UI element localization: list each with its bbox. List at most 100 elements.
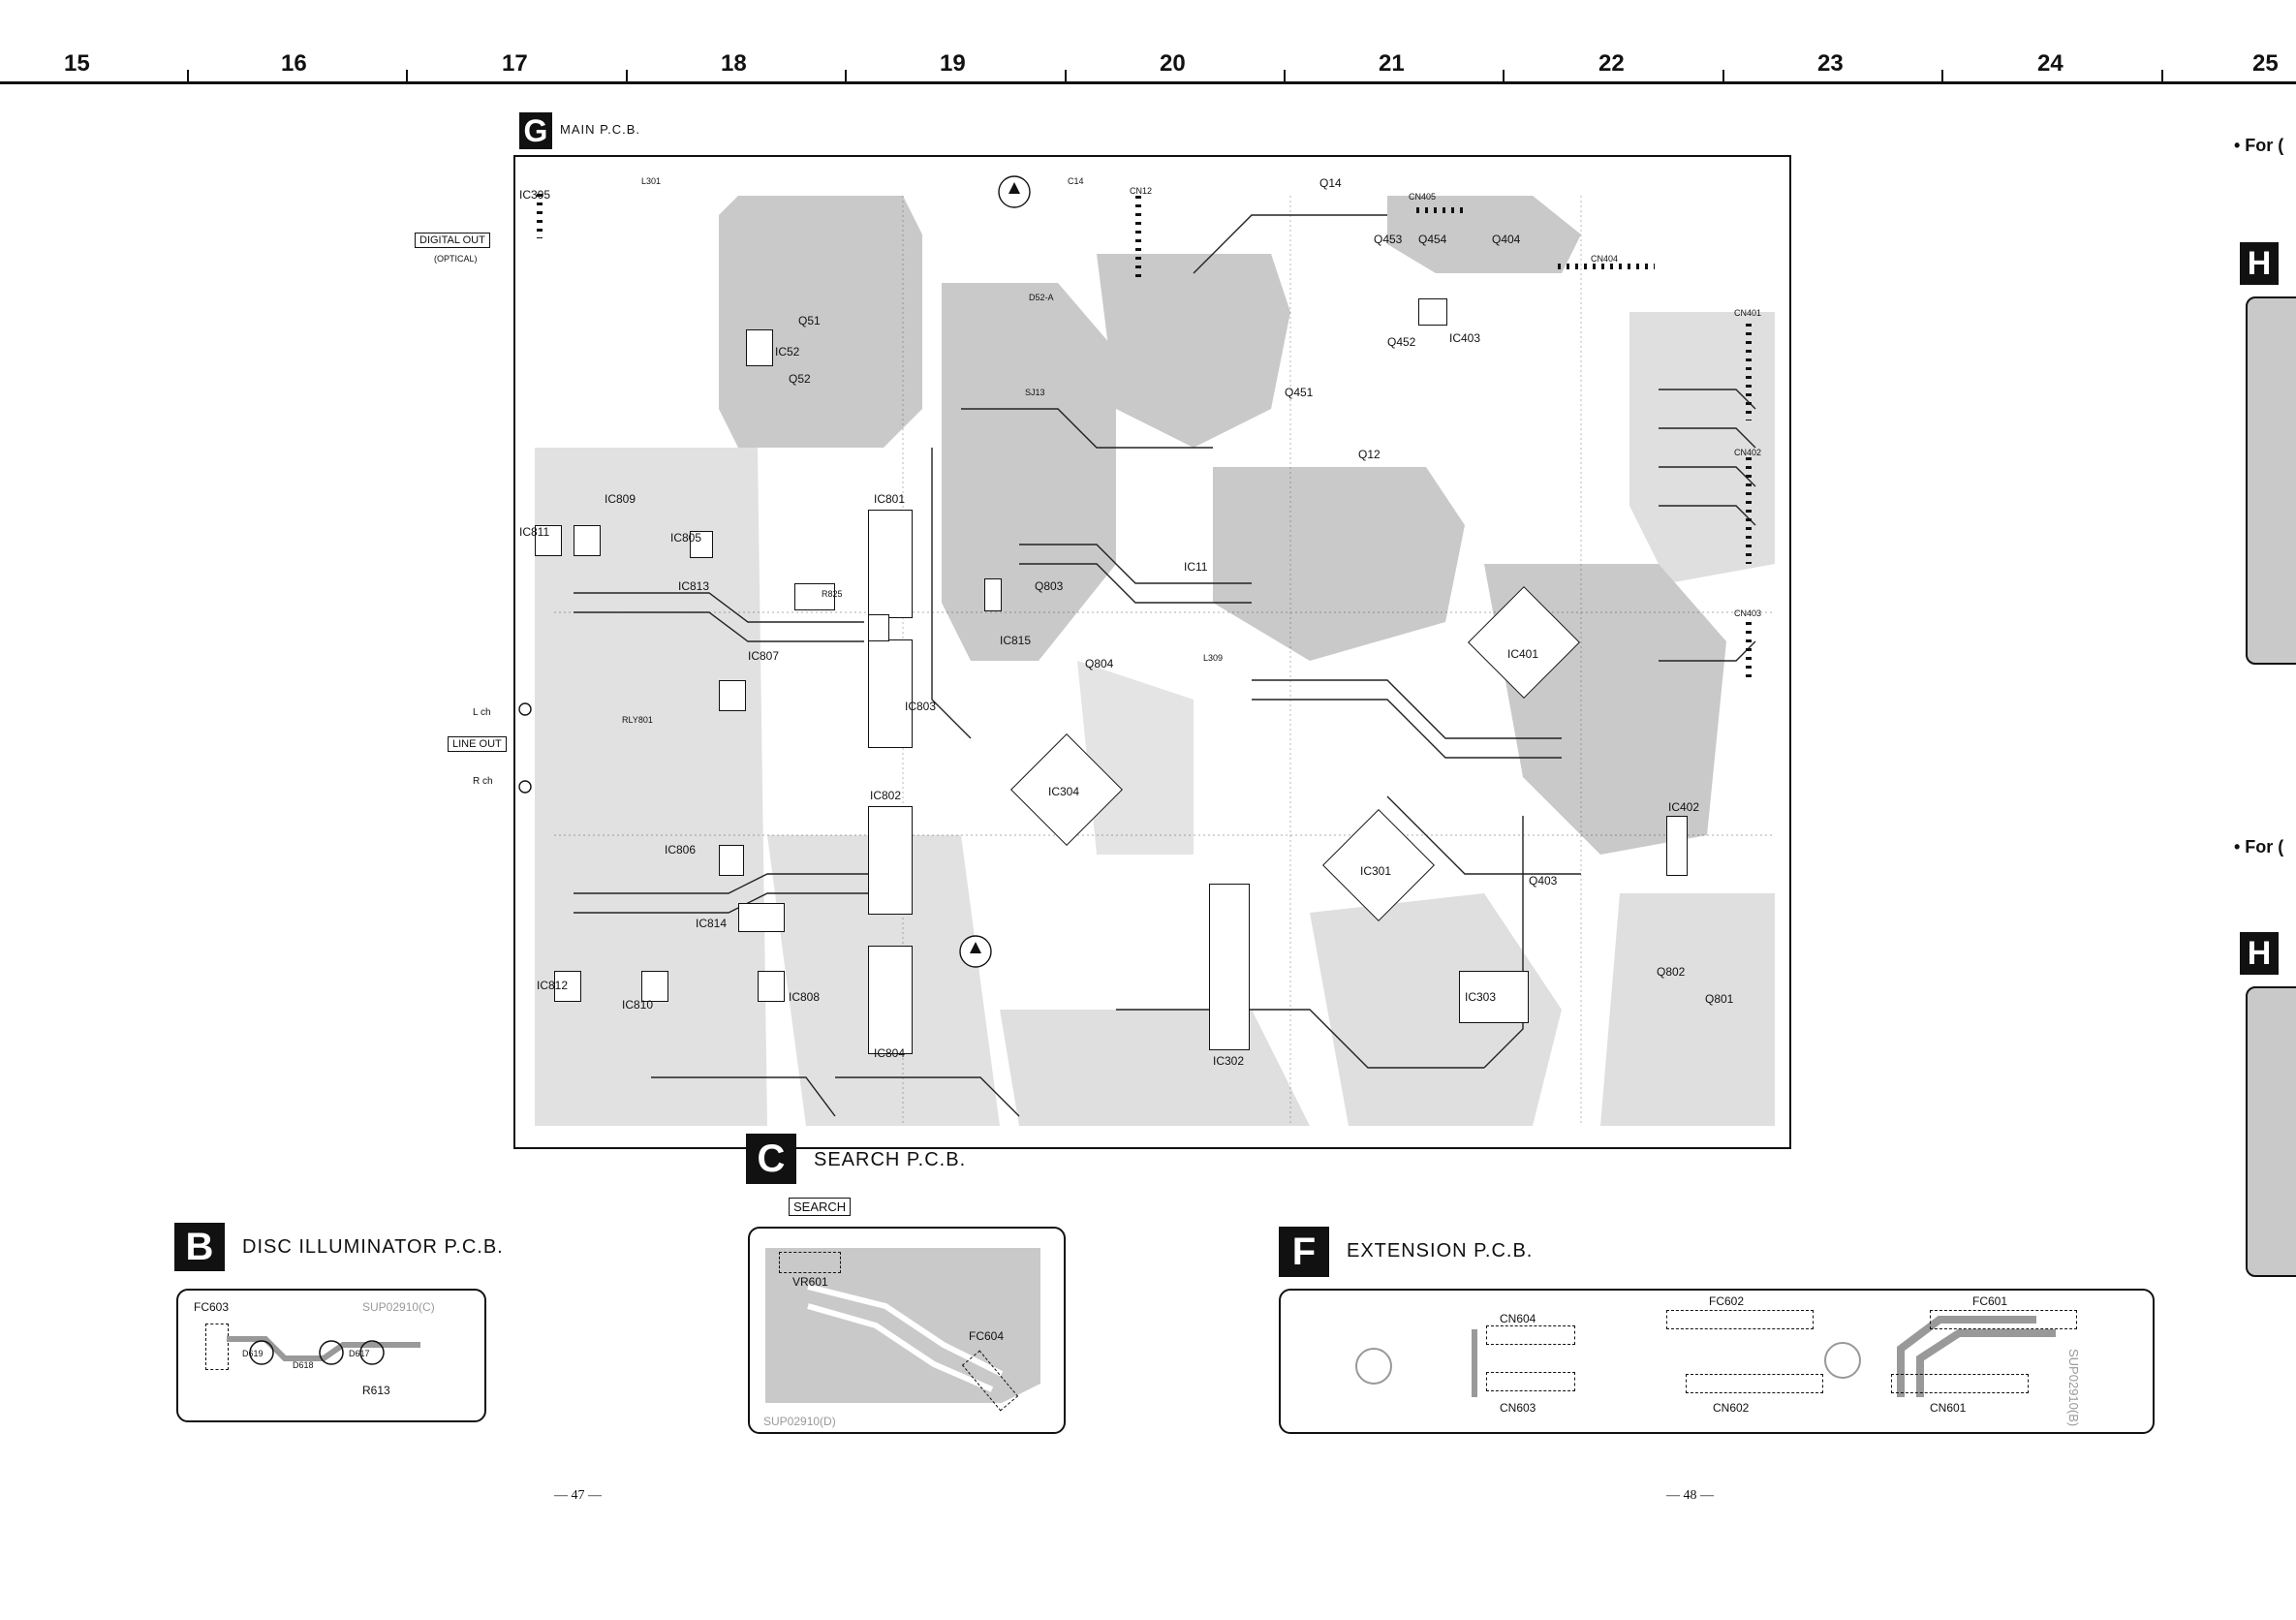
lch-label: L ch <box>473 707 491 718</box>
ic807-chip <box>719 680 746 711</box>
ruler-number: 17 <box>502 50 528 77</box>
ruler-number: 16 <box>281 50 307 77</box>
vr601-connector <box>779 1252 841 1273</box>
part-label: C14 <box>1068 176 1084 186</box>
ruler-number: 23 <box>1817 50 1844 77</box>
ruler-tick <box>1065 70 1067 83</box>
part-label: IC401 <box>1507 647 1539 661</box>
part-label: Q454 <box>1418 233 1447 246</box>
fc603-connector <box>205 1324 229 1370</box>
part-label: IC403 <box>1449 331 1481 345</box>
ruler-number: 15 <box>64 50 90 77</box>
ruler-tick <box>1284 70 1286 83</box>
cn604-connector <box>1486 1325 1575 1345</box>
part-label: CN405 <box>1409 192 1437 202</box>
part-label: IC812 <box>537 979 569 992</box>
ext-pcb-code: SUP02910(B) <box>2066 1349 2081 1427</box>
h-tag-2: H <box>2240 932 2279 975</box>
ruler-tick <box>187 70 189 83</box>
for-note-2: • For ( <box>2234 837 2284 857</box>
main-pcb-title: MAIN P.C.B. <box>560 122 641 137</box>
cn601-label: CN601 <box>1930 1401 1967 1415</box>
part-label: IC805 <box>670 531 702 545</box>
ext-pcb-tag: F <box>1279 1227 1329 1277</box>
ruler-number: 20 <box>1160 50 1186 77</box>
main-pcb-tag: G <box>519 112 552 149</box>
ic305-pins <box>537 194 543 238</box>
part-label: L301 <box>641 176 662 186</box>
part-label: Q803 <box>1035 579 1064 593</box>
part-label: IC810 <box>622 998 654 1012</box>
ruler-number: 24 <box>2037 50 2063 77</box>
part-label: CN12 <box>1130 186 1153 196</box>
part-label: IC802 <box>870 789 902 802</box>
ic803-chip <box>868 639 913 748</box>
part-label: IC807 <box>748 649 780 663</box>
ruler-number: 21 <box>1379 50 1405 77</box>
r613-label: R613 <box>362 1384 390 1397</box>
ic805-chip <box>690 531 713 558</box>
ext-pcb-board: CN604 CN603 FC602 CN602 FC601 CN601 SUP0… <box>1279 1289 2155 1434</box>
ruler-number: 22 <box>1598 50 1625 77</box>
disc-pcb-board: FC603 SUP02910(C) D619 D618 D617 R613 <box>176 1289 486 1422</box>
ic11-chip <box>984 578 1002 611</box>
part-label: IC11 <box>1184 560 1208 574</box>
h-pcb-partial-2 <box>2246 986 2296 1277</box>
ruler-tick <box>1941 70 1943 83</box>
search-pcb-title: SEARCH P.C.B. <box>814 1149 967 1170</box>
page-number-right: — 48 — <box>1666 1488 1714 1503</box>
h-tag-1: H <box>2240 242 2279 285</box>
ruler-tick <box>845 70 847 83</box>
part-label: IC813 <box>678 579 710 593</box>
part-label: IC815 <box>1000 634 1032 647</box>
part-label: CN402 <box>1734 448 1762 457</box>
ruler-tick <box>1503 70 1505 83</box>
rch-label: R ch <box>473 776 493 787</box>
part-label: Q801 <box>1705 992 1734 1006</box>
part-label: D52-A <box>1029 293 1054 302</box>
cn601-connector <box>1891 1374 2029 1393</box>
part-label: IC814 <box>696 917 728 930</box>
part-label: Q14 <box>1319 176 1342 190</box>
part-label: IC301 <box>1360 864 1392 878</box>
cn603-connector <box>1486 1372 1575 1391</box>
main-pcb-board: IC305 L301 C14 CN12 Q14 CN405 Q453 Q454 … <box>513 155 1791 1149</box>
d619-label: D619 <box>242 1349 264 1358</box>
ic810-chip <box>641 971 668 1002</box>
part-label: IC809 <box>605 492 636 506</box>
ic303-chip <box>1459 971 1529 1023</box>
fc601-label: FC601 <box>1972 1294 2008 1308</box>
part-label: CN404 <box>1591 254 1619 264</box>
part-label: Q52 <box>789 372 811 386</box>
part-label: IC304 <box>1048 785 1080 798</box>
part-label: Q12 <box>1358 448 1381 461</box>
part-label: IC808 <box>789 990 821 1004</box>
optical-label: (OPTICAL) <box>434 254 478 264</box>
ruler-line <box>0 81 2296 84</box>
ic813-chip <box>794 583 835 610</box>
cn603-label: CN603 <box>1500 1401 1536 1415</box>
cn401-pins <box>1746 324 1752 421</box>
ic811-chip <box>535 525 562 556</box>
ruler-tick <box>2161 70 2163 83</box>
vr601-label: VR601 <box>792 1275 828 1289</box>
page-number-left: — 47 — <box>554 1488 602 1503</box>
part-label: IC302 <box>1213 1054 1245 1068</box>
ic815-chip <box>868 614 889 641</box>
part-label: IC804 <box>874 1046 906 1060</box>
ic809-chip <box>574 525 601 556</box>
disc-pcb-tag: B <box>174 1223 225 1271</box>
cn403-pins <box>1746 622 1752 680</box>
ic52-chip <box>746 329 773 366</box>
search-pcb-code: SUP02910(D) <box>763 1415 836 1428</box>
ext-pcb-title: EXTENSION P.C.B. <box>1347 1240 1534 1262</box>
line-out-label: LINE OUT <box>448 736 507 752</box>
fc602-connector <box>1666 1310 1814 1329</box>
part-label: IC806 <box>665 843 697 857</box>
search-pcb-traces <box>765 1248 1040 1403</box>
part-label: IC811 <box>519 525 550 539</box>
part-label: Q51 <box>798 314 821 327</box>
part-label: Q804 <box>1085 657 1114 670</box>
ruler-number: 25 <box>2252 50 2279 77</box>
part-label: Q451 <box>1285 386 1314 399</box>
